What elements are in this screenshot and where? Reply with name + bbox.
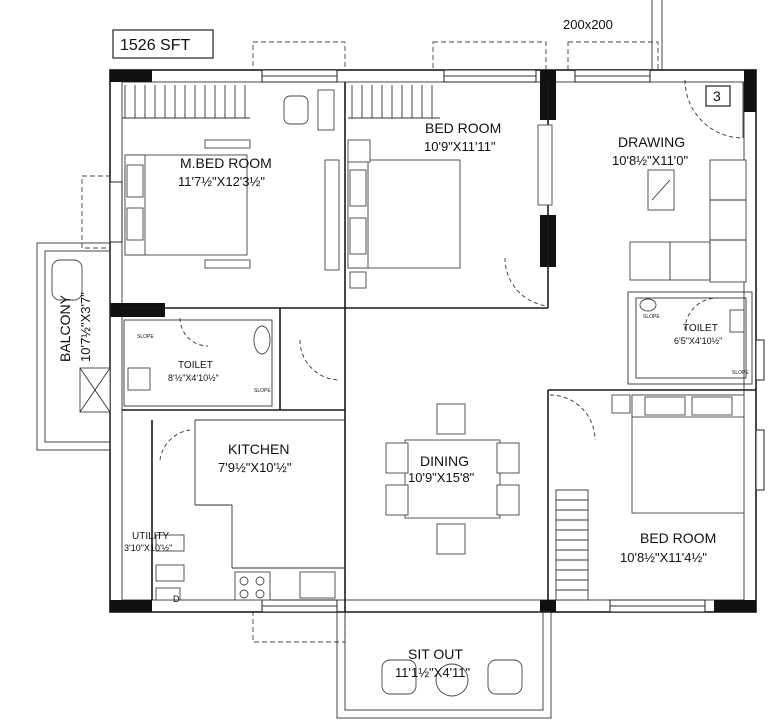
window bbox=[109, 181, 123, 243]
wall-block bbox=[110, 600, 152, 612]
steps-bottom-right bbox=[555, 489, 589, 601]
door-utility-swing bbox=[159, 429, 191, 461]
area-label: 1526 SFT bbox=[120, 37, 190, 54]
door-mbr-swing bbox=[299, 339, 341, 381]
road-note: 200x200 bbox=[563, 17, 613, 32]
wall-block bbox=[540, 600, 556, 612]
utility-shelf bbox=[155, 564, 185, 582]
sunshade-bed bbox=[432, 41, 547, 71]
sitout-chair bbox=[487, 659, 523, 695]
room-name-bed-bottom: BED ROOM bbox=[640, 530, 716, 546]
room-name-kitchen: KITCHEN bbox=[228, 441, 289, 457]
slope-mark: SLOPE bbox=[254, 388, 271, 394]
room-name-dining: DINING bbox=[420, 453, 469, 469]
door-toilet-left-swing bbox=[179, 317, 209, 347]
slope-mark: SLOPE bbox=[643, 314, 660, 320]
area-box bbox=[112, 29, 214, 59]
room-name-bed-top: BED ROOM bbox=[425, 120, 501, 136]
room-dim-bed-top: 10'9"X11'11" bbox=[424, 139, 496, 154]
drain-mark: D bbox=[173, 594, 180, 604]
sunshade-drawing bbox=[567, 41, 659, 71]
room-dim-bed-bottom: 10'8½"X11'4½" bbox=[620, 550, 707, 565]
room-dim-kitchen: 7'9½"X10'½" bbox=[218, 460, 292, 475]
wash-basin-left bbox=[253, 325, 271, 355]
door-bedroom-bottom-swing bbox=[549, 394, 596, 441]
room-name-toilet-right: TOILET bbox=[683, 323, 718, 334]
outer-wall-inner bbox=[121, 81, 745, 601]
room-dim-dining: 10'9"X15'8" bbox=[408, 470, 475, 485]
door-toilet-right-swing bbox=[684, 297, 718, 331]
toilet-left-outline bbox=[123, 319, 273, 407]
study-chair bbox=[283, 95, 309, 125]
sitout-inner bbox=[344, 611, 544, 711]
room-dim-drawing: 10'8½"X11'0" bbox=[612, 153, 689, 168]
steps-top-left bbox=[122, 85, 250, 119]
balcony-chair bbox=[51, 259, 83, 301]
bed-bottom bbox=[611, 394, 745, 514]
dining-table bbox=[385, 403, 520, 555]
toilet-right-outline bbox=[627, 291, 753, 385]
hob-burner bbox=[255, 576, 265, 586]
room-dim-toilet-left: 8'½"X4'10½" bbox=[168, 373, 219, 383]
room-name-utility: UTILITY bbox=[132, 531, 170, 542]
wall-block bbox=[110, 70, 152, 82]
room-name-sitout: SIT OUT bbox=[408, 646, 463, 662]
kitchen-sink bbox=[299, 571, 336, 599]
slope-mark: SLOPE bbox=[732, 370, 749, 376]
window bbox=[755, 339, 765, 381]
study-desk bbox=[317, 89, 335, 131]
toilet-right-inner bbox=[635, 297, 747, 379]
main-door-swing bbox=[684, 79, 744, 139]
sunshade-mbr-side bbox=[81, 175, 111, 249]
room-dim-balcony: 10'7½"X3'7" bbox=[78, 292, 93, 362]
wall-block bbox=[714, 600, 756, 612]
hob-burner bbox=[255, 589, 265, 599]
wc-right bbox=[729, 309, 745, 333]
wardrobe-top bbox=[537, 124, 553, 206]
wardrobe-master bbox=[324, 159, 340, 271]
sunshade-kitchen bbox=[252, 611, 346, 643]
bed-top bbox=[347, 139, 461, 289]
utility-shelf bbox=[155, 534, 185, 552]
hob-burner bbox=[239, 589, 249, 599]
wall-block bbox=[744, 70, 756, 112]
sitout-table bbox=[435, 663, 469, 697]
bed-master bbox=[124, 139, 251, 269]
slope-mark: SLOPE bbox=[137, 334, 154, 340]
balcony-duct-cross bbox=[79, 367, 111, 413]
unit-number: 3 bbox=[713, 88, 721, 104]
room-dim-master: 11'7½"X12'3½" bbox=[178, 174, 265, 189]
sitout-chair bbox=[381, 659, 417, 695]
room-dim-toilet-right: 6'5"X4'10½" bbox=[674, 336, 722, 346]
room-name-balcony: BALCONY bbox=[57, 294, 73, 362]
room-dim-sitout: 11'1½"X4'11" bbox=[395, 665, 471, 680]
sofa-set bbox=[629, 159, 747, 283]
unit-number-box bbox=[705, 85, 731, 107]
balcony-inner bbox=[44, 250, 111, 443]
sunshade-mbr bbox=[252, 41, 346, 71]
window bbox=[755, 429, 765, 491]
hob-burner bbox=[239, 576, 249, 586]
room-name-toilet-left: TOILET bbox=[178, 360, 213, 371]
room-name-drawing: DRAWING bbox=[618, 134, 685, 150]
drain-box bbox=[155, 587, 181, 601]
wall-block bbox=[110, 303, 165, 317]
door-bed-swing bbox=[504, 257, 549, 307]
room-dim-utility: 3'10"X10'½" bbox=[124, 543, 172, 553]
wc-left bbox=[127, 367, 151, 391]
steps-top-mid bbox=[348, 85, 440, 119]
room-name-master: M.BED ROOM bbox=[180, 155, 272, 171]
wash-basin-right bbox=[639, 298, 657, 312]
